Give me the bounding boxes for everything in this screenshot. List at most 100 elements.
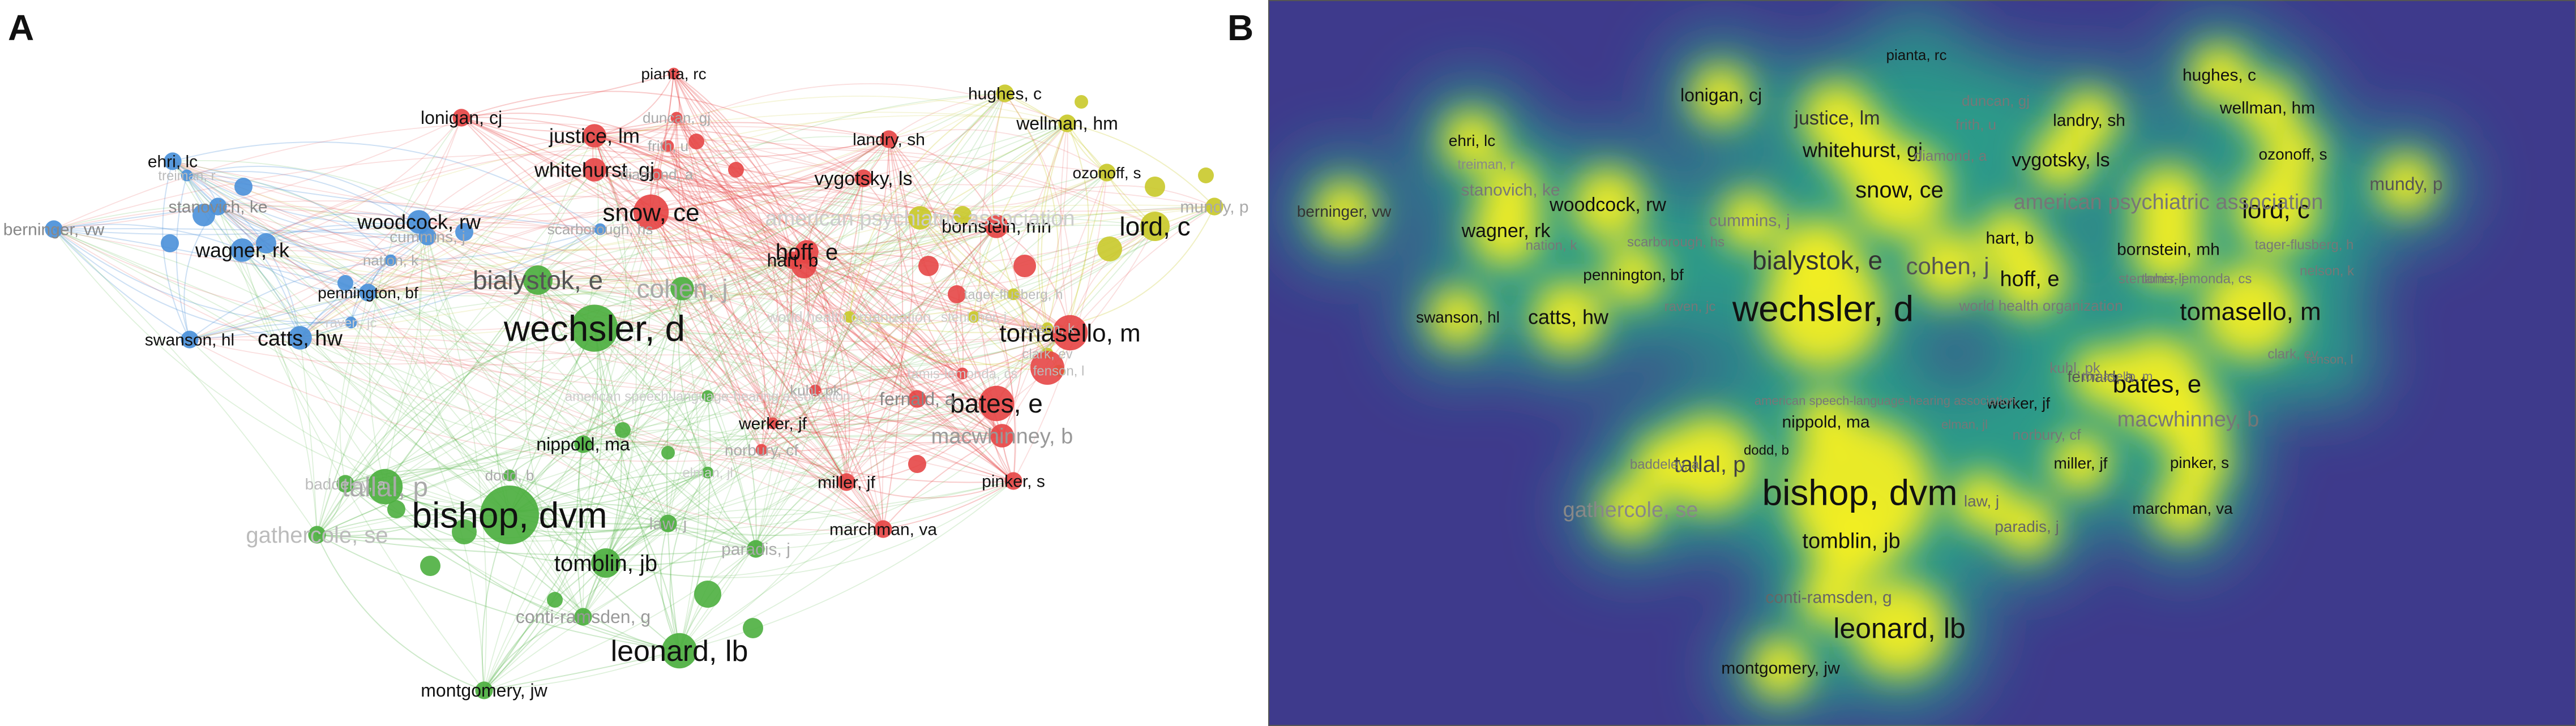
network-node [164, 152, 182, 170]
density-core [2202, 263, 2299, 360]
network-edge [790, 260, 884, 530]
density-core [1428, 287, 1488, 347]
network-node-minor [1013, 255, 1036, 277]
network-edge [673, 73, 1071, 333]
network-edge [667, 508, 884, 530]
density-label: wellman, hm [2219, 99, 2315, 118]
network-edge [427, 236, 487, 691]
density-label: baddeley, a [1630, 457, 1700, 472]
network-edge [594, 135, 773, 424]
network-node [968, 311, 980, 323]
network-node [503, 469, 516, 482]
network-edge [299, 337, 510, 515]
network-edge [755, 398, 918, 549]
network-edge [189, 135, 595, 340]
network-node-minor [728, 162, 744, 178]
network-edge [367, 226, 997, 293]
density-blob [1638, 254, 1742, 358]
network-edge [483, 403, 997, 691]
network-edge [186, 170, 428, 237]
network-edge [316, 221, 422, 535]
node-label: dodd, b [485, 467, 534, 484]
network-edge [605, 482, 847, 564]
network-edge [676, 117, 807, 252]
density-label: frith, u [1955, 116, 1996, 133]
network-edge [656, 174, 847, 483]
network-edge [656, 174, 1071, 333]
network-edge [761, 178, 864, 450]
network-edge [384, 212, 652, 487]
network-edge [583, 93, 1005, 445]
network-edge [583, 332, 1071, 617]
node-label: marchman, va [829, 521, 937, 539]
network-edge [53, 221, 420, 235]
network-edge [1067, 123, 1215, 207]
node-label: hoff, e [776, 240, 838, 265]
density-label: hart, b [1986, 229, 2034, 248]
network-node-minor [256, 233, 276, 254]
network-edge [667, 145, 1003, 436]
network-edge [53, 229, 369, 293]
network-edge [53, 228, 428, 237]
density-label: clark, ev [2267, 346, 2318, 362]
network-edge [299, 135, 595, 338]
network-edge [461, 117, 595, 170]
density-label: bishop, dvm [1762, 472, 1957, 513]
network-edge [846, 226, 1156, 483]
network-edge [707, 472, 756, 549]
network-node-minor [1097, 237, 1122, 261]
network-edge [772, 415, 1014, 482]
network-node [908, 390, 926, 408]
network-edge [583, 435, 1003, 445]
network-node-minor [1030, 351, 1064, 385]
panel-b-label: B [1227, 7, 1254, 48]
network-edge [605, 212, 653, 564]
network-node-minor [661, 446, 675, 459]
network-node [1140, 212, 1170, 241]
network-edge [594, 73, 674, 136]
network-edge [53, 229, 807, 331]
network-edge [673, 73, 807, 252]
network-edge [594, 169, 756, 549]
node-label: american psychiatric association [765, 207, 1075, 230]
network-edge [594, 135, 793, 261]
network-edge [217, 206, 997, 307]
network-edge [772, 403, 997, 426]
network-edge [651, 184, 1215, 213]
network-edge [888, 139, 1003, 436]
network-node-minor [1145, 177, 1165, 197]
density-label: world health organization [1958, 297, 2123, 314]
density-label: marchman, va [2132, 500, 2233, 517]
node-label: nelson, k [1020, 321, 1075, 336]
density-blob [1912, 372, 2017, 476]
network-node-minor [908, 455, 926, 473]
network-edge [679, 226, 1156, 651]
density-label: berninger, vw [1297, 203, 1392, 220]
network-edge [189, 117, 462, 340]
network-edge [483, 529, 884, 691]
network-edge [605, 178, 864, 564]
network-edge [792, 260, 847, 483]
density-core [1952, 471, 2012, 531]
network-edge [461, 117, 884, 530]
network-edge [594, 328, 1071, 371]
density-core [1796, 392, 1856, 452]
network-edge [242, 250, 584, 617]
network-edge [242, 111, 1068, 251]
network-edge [367, 96, 1068, 293]
network-node-minor [420, 556, 440, 576]
network-node [367, 469, 403, 505]
network-edge [316, 169, 595, 535]
network-edge [755, 529, 884, 549]
network-edge [583, 226, 1156, 617]
network-node [288, 326, 312, 350]
density-core [2153, 478, 2213, 538]
network-edge [418, 221, 807, 282]
network-node [661, 633, 698, 669]
network-edge [299, 337, 318, 535]
network-edge [667, 145, 997, 404]
network-edge [427, 184, 997, 237]
network-edge [418, 221, 584, 445]
network-edge [667, 145, 773, 424]
